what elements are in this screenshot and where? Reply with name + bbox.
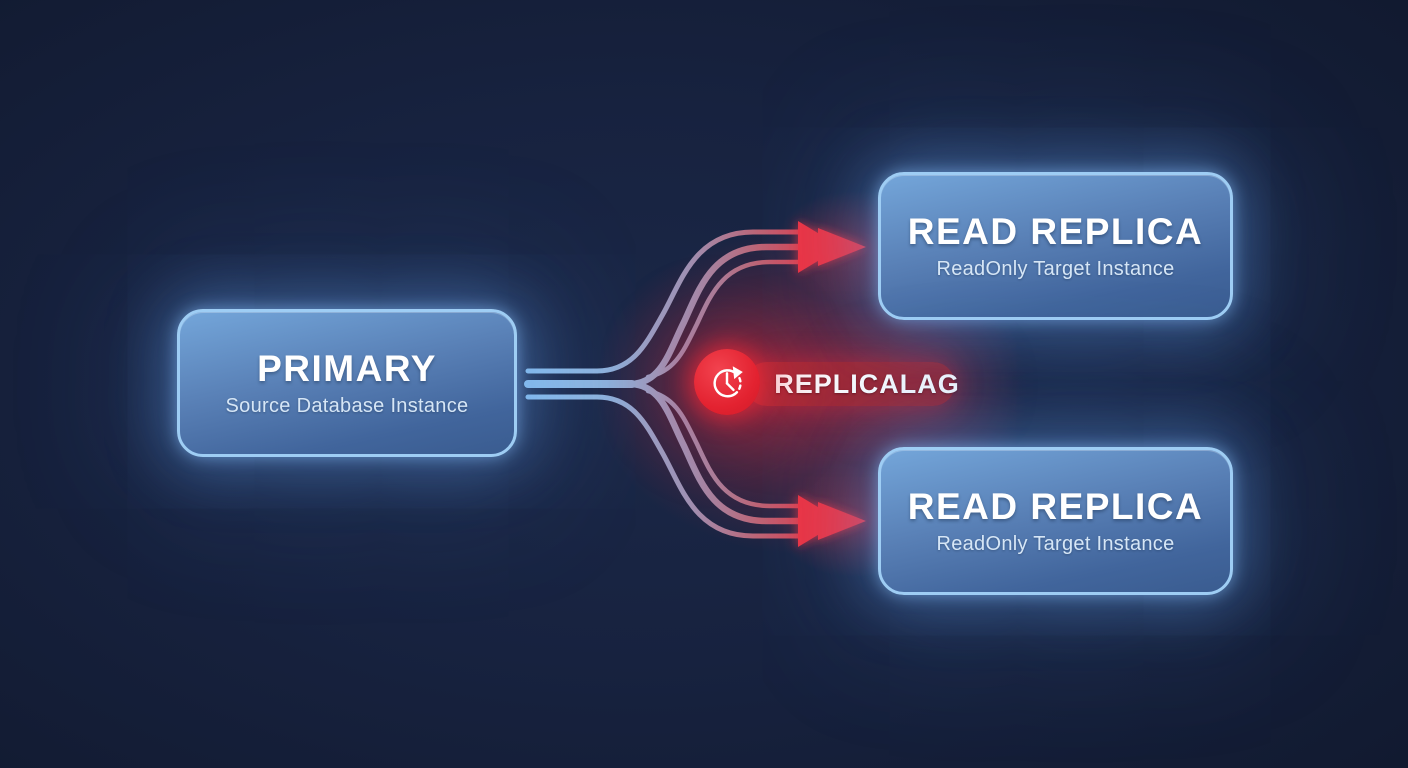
flow-trunk: [524, 229, 802, 539]
read-replica-bottom-subtitle: ReadOnly Target Instance: [936, 533, 1175, 555]
clock-history-icon: [713, 366, 743, 398]
upper-front-arrowhead-icon: [818, 228, 866, 266]
lower-branch-inner-line: [645, 388, 809, 509]
flow-arrowheads: [798, 221, 866, 547]
trunk-top-line: [525, 229, 802, 374]
flow-lower-branch: [628, 380, 838, 525]
read-replica-bottom-title: READ REPLICA: [907, 486, 1204, 527]
read-replica-top-title: READ REPLICA: [907, 211, 1204, 252]
primary-title: PRIMARY: [257, 348, 437, 389]
primary-subtitle: Source Database Instance: [225, 395, 469, 417]
read-replica-top-node: READ REPLICA ReadOnly Target Instance: [878, 172, 1233, 320]
replication-lag-icon-circle: [694, 349, 760, 415]
lower-front-arrowhead-icon: [818, 502, 866, 540]
replication-lag-label: REPLICALAG: [774, 368, 960, 399]
upper-branch-inner-line: [645, 259, 809, 380]
primary-node: PRIMARY Source Database Instance: [177, 309, 517, 457]
trunk-bottom-line: [525, 394, 802, 539]
read-replica-bottom-node: READ REPLICA ReadOnly Target Instance: [878, 447, 1233, 595]
flow-upper-branch: [628, 243, 838, 388]
read-replica-top-subtitle: ReadOnly Target Instance: [936, 258, 1175, 280]
replication-lag-badge: REPLICALAG: [745, 362, 959, 406]
